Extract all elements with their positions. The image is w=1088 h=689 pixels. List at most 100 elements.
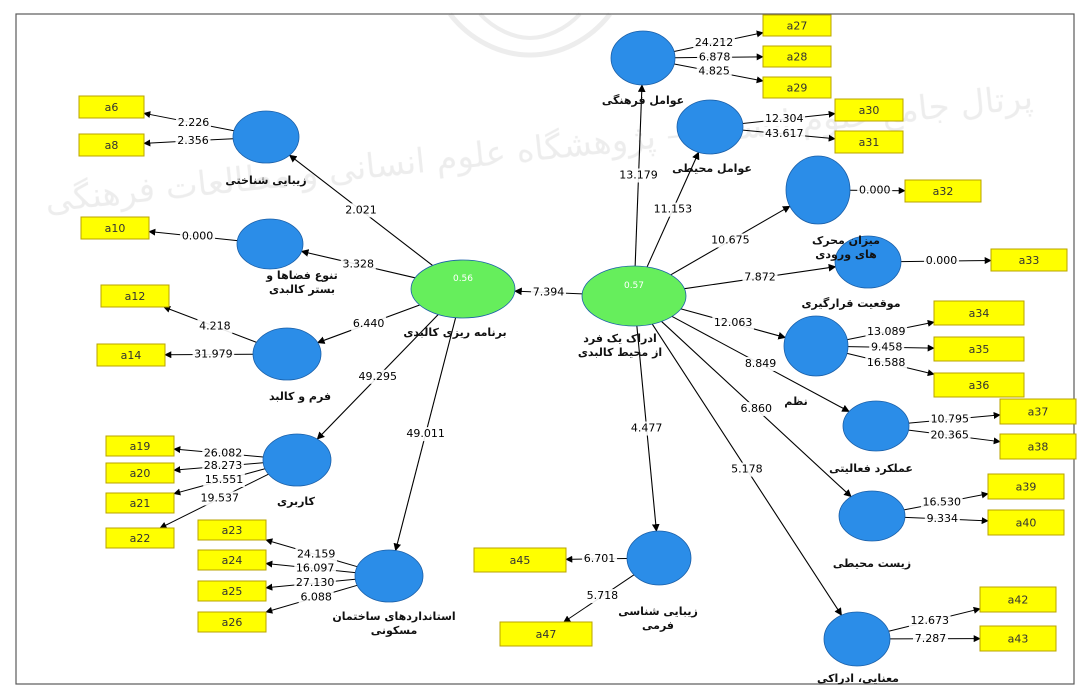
indicator-label-a14: a14 <box>121 349 142 362</box>
construct-beauty_knowledge <box>232 110 300 164</box>
loading-value-a37: 10.795 <box>931 412 970 425</box>
loading-value-a20: 28.273 <box>204 459 243 472</box>
loading-value-a29: 4.825 <box>698 65 730 78</box>
construct-label-physical_plan: برنامه ریزی کالبدی <box>403 326 506 339</box>
indicator-label-a22: a22 <box>130 532 151 545</box>
path-coefficient-form_body: 6.440 <box>353 317 385 330</box>
indicator-a8 <box>78 133 145 157</box>
path-coefficient-input_stimuli: 10.675 <box>711 234 750 247</box>
path-coefficient-housing_standards: 49.011 <box>406 427 445 440</box>
loading-value-a36: 16.588 <box>867 356 906 369</box>
indicator-label-a43: a43 <box>1008 633 1029 646</box>
indicator-a6 <box>78 95 145 119</box>
diagram-frame <box>15 13 1075 685</box>
loading-value-a28: 6.878 <box>699 50 731 63</box>
loading-value-a39-bg <box>920 495 963 510</box>
indicator-label-a37: a37 <box>1028 406 1049 419</box>
loading-value-a19-bg <box>202 446 244 461</box>
loading-value-a39: 16.530 <box>923 496 962 509</box>
indicator-a25 <box>197 580 267 602</box>
loading-value-a23: 24.159 <box>297 548 336 561</box>
construct-label-bio_environment: زیست محیطی <box>833 557 911 570</box>
path-coefficient-cultural_factors: 13.179 <box>619 168 658 181</box>
loading-value-a22: 19.537 <box>200 491 239 504</box>
path-coefficient-physical_plan: 7.394 <box>533 285 565 298</box>
construct-label-perception_env: ادراک یک فرد <box>583 332 657 345</box>
loading-value-a24-bg <box>294 561 336 576</box>
path-coefficient-perceptual_meaning: 5.178 <box>731 463 763 476</box>
loading-value-a35-bg <box>869 340 905 355</box>
indicator-a31 <box>834 130 904 154</box>
construct-label-perception_env: از محیط کالبدی <box>578 346 662 359</box>
indicator-a28 <box>762 45 832 68</box>
path-coefficient-location_status: 7.872 <box>744 271 776 284</box>
path-coefficient-environmental_factors: 11.153 <box>654 203 693 216</box>
construct-perception_env <box>581 265 687 327</box>
indicator-label-a39: a39 <box>1016 481 1037 494</box>
loading-value-a33: 0.000 <box>926 254 958 267</box>
indicator-label-a34: a34 <box>969 307 990 320</box>
loading-value-a40: 9.334 <box>927 512 959 525</box>
construct-form_body <box>252 327 322 381</box>
indicator-label-a23: a23 <box>222 524 243 537</box>
indicator-label-a42: a42 <box>1008 594 1029 607</box>
construct-location_status <box>834 235 902 289</box>
loading-value-a30: 12.304 <box>765 112 804 125</box>
path-coefficient-activity_function: 8.849 <box>745 357 777 370</box>
construct-label-location_status: موقعیت قرارگیری <box>801 297 900 310</box>
path-coefficient-beauty_knowledge: 2.021 <box>345 203 377 216</box>
loading-value-a19: 26.082 <box>204 446 243 459</box>
path-coefficient-space_diversity-bg <box>340 257 376 272</box>
indicator-label-a40: a40 <box>1016 517 1037 530</box>
indicator-a24 <box>197 549 267 571</box>
indicator-a14 <box>96 343 166 367</box>
loading-value-a30-bg <box>763 112 806 127</box>
loading-value-a37-bg <box>929 412 971 427</box>
indicator-a32 <box>904 179 982 203</box>
construct-perceptual_meaning <box>823 611 891 667</box>
loading-value-a34: 13.089 <box>867 325 906 338</box>
construct-usage <box>262 433 332 487</box>
indicator-a47 <box>499 621 593 647</box>
indicator-label-a32: a32 <box>933 185 954 198</box>
indicator-label-a36: a36 <box>969 379 990 392</box>
loading-value-a28-bg <box>697 50 733 65</box>
path-coefficient-cultural_factors-bg <box>617 168 660 183</box>
loading-value-a21-bg <box>203 472 245 487</box>
indicator-label-a47: a47 <box>536 628 557 641</box>
construct-label-formal_beauty: زیبایی شناسی <box>618 605 698 618</box>
loading-value-a43-bg <box>912 631 948 646</box>
construct-label-space_diversity: بستر کالبدی <box>269 283 335 296</box>
indicator-label-a33: a33 <box>1019 254 1040 267</box>
loading-value-a25-bg <box>294 576 336 591</box>
loading-value-a21: 15.551 <box>205 473 244 486</box>
loading-value-a20-bg <box>202 459 244 474</box>
construct-environmental_factors <box>676 99 744 155</box>
indicator-label-a6: a6 <box>105 101 119 114</box>
construct-bio_environment <box>838 490 906 542</box>
indicator-label-a21: a21 <box>130 497 151 510</box>
indicator-a20 <box>105 462 175 484</box>
indicator-a26 <box>197 611 267 633</box>
construct-label-environmental_factors: عوامل محیطی <box>672 162 752 175</box>
loading-value-a47: 5.718 <box>587 589 619 602</box>
nodes-layer: 0.560.57a6a8a10a12a14a19a20a21a22a23a24a… <box>78 14 1077 667</box>
indicator-label-a38: a38 <box>1028 441 1049 454</box>
path-coefficient-form_body-bg <box>351 316 387 331</box>
construct-order <box>783 315 849 377</box>
construct-label-activity_function: عملکرد فعالیتی <box>829 462 913 475</box>
path-coefficient-housing_standards-bg <box>404 427 447 442</box>
loading-value-a27: 24.212 <box>695 36 734 49</box>
path-coefficient-space_diversity: 3.328 <box>343 258 375 271</box>
loading-value-a36-bg <box>865 355 907 370</box>
construct-activity_function <box>842 400 910 452</box>
loading-value-a10: 0.000 <box>182 230 214 243</box>
path-coefficient-bio_environment-bg <box>738 402 774 417</box>
construct-physical_plan <box>410 259 516 319</box>
indicator-label-a8: a8 <box>105 139 119 152</box>
loading-value-a42: 12.673 <box>910 614 949 627</box>
loading-value-a6: 2.226 <box>178 116 210 129</box>
loading-value-a47-bg <box>584 589 620 604</box>
construct-label-usage: کاربری <box>277 495 316 508</box>
indicator-label-a19: a19 <box>130 440 151 453</box>
